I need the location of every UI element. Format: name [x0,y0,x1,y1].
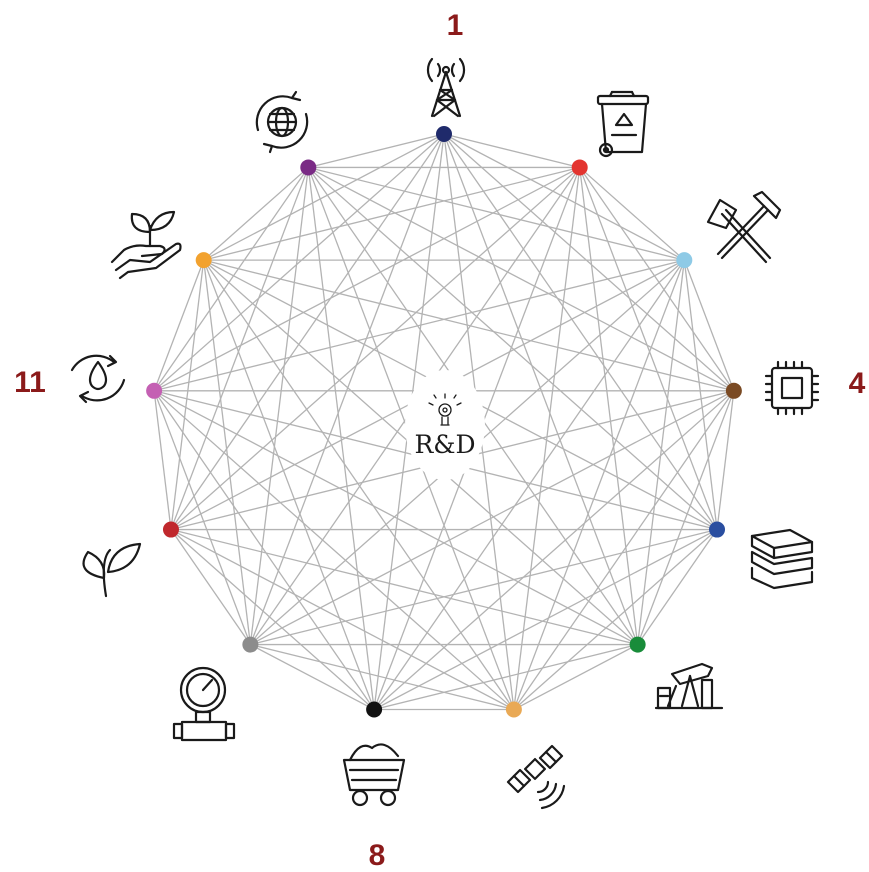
node-number-8: 8 [369,839,386,872]
edge-2-10 [170,166,581,531]
pressure-gauge-icon [172,666,236,742]
edge-1-9 [249,133,445,645]
edge-3-8 [373,259,685,710]
edge-8-13 [307,167,375,710]
edge-1-10 [170,133,445,530]
node-2 [571,159,588,176]
edge-1-6 [443,133,639,645]
microchip-icon [764,360,820,416]
edge-5-7 [513,529,718,711]
edge-6-8 [373,643,638,711]
edge-layer [153,133,735,711]
edge-6-7 [513,643,638,711]
edge-2-5 [579,167,718,530]
edge-3-13 [308,166,685,261]
node-4 [725,382,742,399]
edge-8-9 [250,643,375,711]
satellite-icon [506,744,566,810]
edge-4-6 [637,390,735,645]
edge-10-13 [170,167,309,530]
node-8 [366,701,383,718]
edge-2-7 [513,167,581,710]
edge-2-3 [579,166,685,261]
center-hub: R&D [405,370,485,480]
node-10 [162,521,179,538]
leaf-icon [82,542,142,598]
edge-3-5 [683,260,718,530]
node-layer [146,126,742,718]
hammer-pick-icon [706,190,782,264]
edge-5-13 [307,166,718,531]
edge-5-9 [250,528,718,646]
edge-1-5 [443,133,718,530]
edge-3-11 [153,259,685,392]
edge-8-10 [170,529,375,711]
edge-4-5 [716,390,735,530]
edge-11-12 [153,259,205,392]
edge-2-11 [153,166,581,392]
node-5 [709,521,726,538]
cell-tower-icon [426,57,466,118]
edge-8-11 [153,390,375,710]
node-13 [300,159,317,176]
recycling-bin-icon [596,90,650,158]
edge-7-11 [153,390,515,711]
edge-5-6 [637,529,718,645]
edge-12-13 [203,166,309,261]
edge-9-12 [203,260,252,645]
water-cycle-icon [70,354,126,404]
globe-cycle-icon [255,90,309,154]
edge-4-9 [250,390,735,646]
edge-2-12 [203,166,580,261]
node-number-11: 11 [14,366,46,399]
books-icon [750,528,814,590]
node-3 [676,252,693,269]
edge-9-13 [249,167,309,645]
edge-3-6 [636,260,685,645]
edge-11-13 [153,167,309,392]
node-9 [242,636,259,653]
node-11 [146,382,163,399]
edge-10-12 [170,260,205,530]
edge-6-11 [153,390,638,646]
edge-4-7 [513,390,735,710]
edge-9-10 [170,529,251,645]
edge-8-12 [203,259,375,710]
edge-7-12 [203,259,515,710]
edge-4-13 [307,166,735,392]
edge-2-4 [579,167,735,392]
mine-cart-icon [342,743,406,807]
edge-3-4 [683,259,735,392]
edge-1-4 [443,133,735,392]
edge-9-11 [153,390,251,645]
node-6 [629,636,646,653]
edge-1-2 [443,133,580,169]
edge-4-8 [373,390,735,711]
lightbulb-icon [428,393,462,426]
edge-4-12 [203,259,735,392]
edge-3-7 [513,259,685,710]
edge-6-10 [170,528,638,646]
edge-1-13 [308,133,445,169]
edge-1-3 [443,133,685,261]
edge-1-12 [203,133,445,261]
edge-5-8 [373,528,718,711]
edge-7-9 [250,643,515,711]
node-12 [195,252,212,269]
edge-2-6 [579,167,639,645]
edge-1-11 [153,133,445,392]
node-number-4: 4 [849,367,866,400]
edge-10-11 [153,390,172,530]
node-number-1: 1 [447,9,464,42]
node-7 [505,701,522,718]
oil-pump-icon [654,662,724,710]
center-label: R&D [414,430,475,459]
edge-7-10 [170,528,515,711]
plant-hand-icon [110,210,182,280]
node-1 [436,126,452,142]
